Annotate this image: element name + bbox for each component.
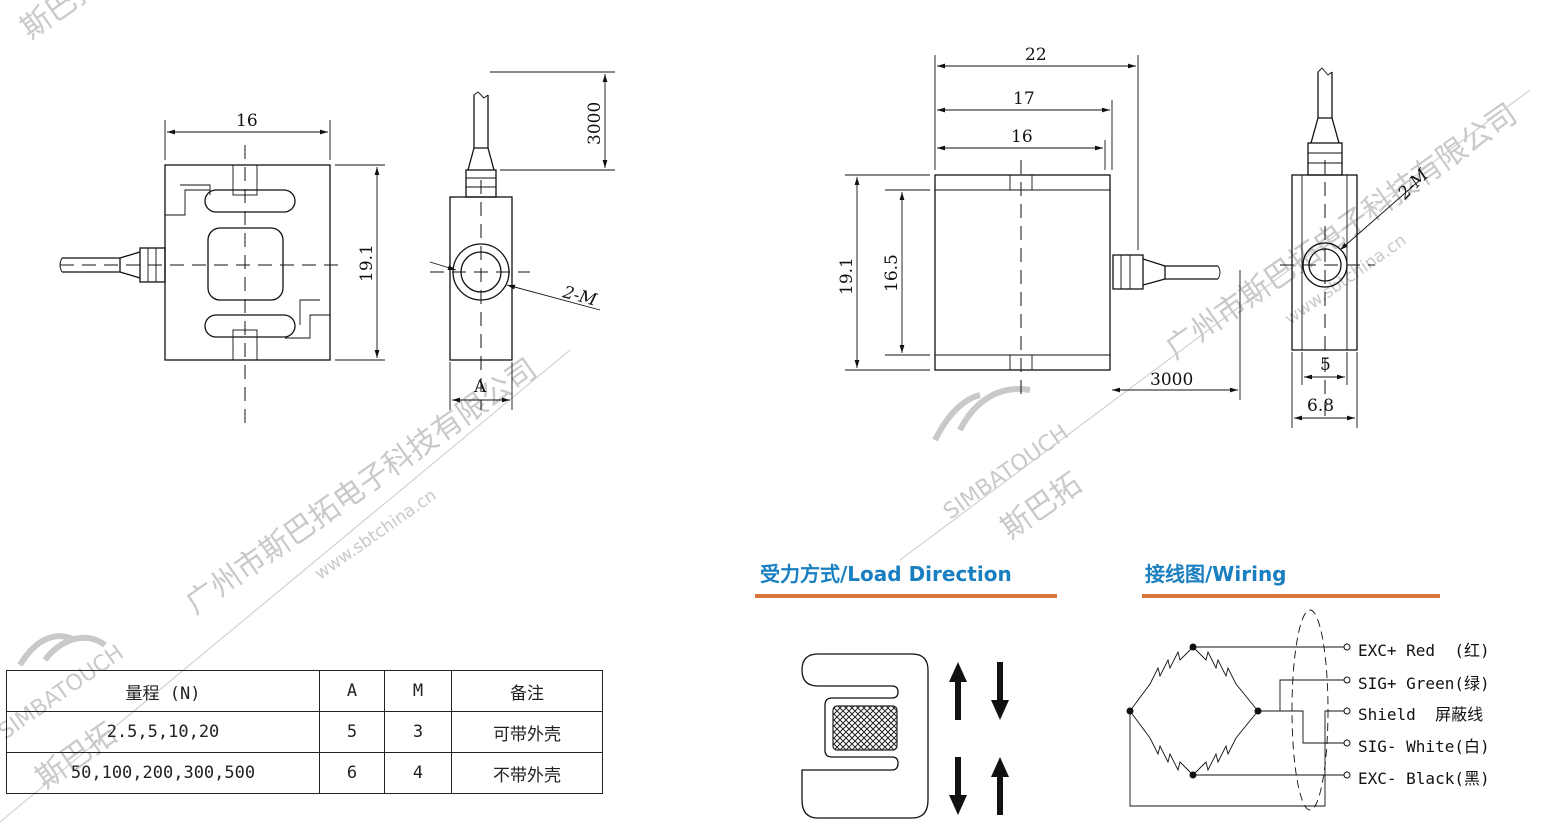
wiring-underline	[1142, 594, 1440, 598]
wire-exc-minus: EXC- Black(黑)	[1358, 769, 1490, 788]
header-range: 量程 (N)	[6, 670, 320, 712]
left-a-label: A	[473, 377, 487, 397]
resistor-2	[1192, 646, 1259, 712]
watermark-logo-right	[932, 386, 1031, 442]
cell-m: 3	[384, 711, 452, 753]
resistor-1	[1129, 646, 1194, 712]
right-dim-16: 16	[1011, 127, 1033, 147]
wiring-title: 接线图/Wiring	[1145, 562, 1287, 586]
shield-ellipse	[1291, 609, 1329, 811]
right-dim-5: 5	[1320, 355, 1331, 375]
cell-note: 可带外壳	[451, 711, 603, 753]
table-row: 2.5,5,10,20 5 3 可带外壳	[6, 711, 603, 753]
wire-sig-minus: SIG- White(白)	[1358, 737, 1490, 756]
left-height-dim: 19.1	[357, 244, 377, 282]
right-dim-22: 22	[1025, 45, 1047, 65]
header-a: A	[319, 670, 385, 712]
load-direction-title: 受力方式/Load Direction	[760, 562, 1012, 586]
cell-a: 6	[319, 752, 385, 794]
load-direction-graphic	[801, 653, 1009, 819]
right-dim-16-5: 16.5	[882, 254, 902, 292]
right-side-view: 2-M 5 6.8	[1280, 67, 1433, 428]
strain-area-hatch	[832, 705, 898, 751]
cell-range: 2.5,5,10,20	[6, 711, 320, 753]
cell-m: 4	[384, 752, 452, 794]
arrow-down-icon	[991, 662, 1009, 720]
spec-table: 量程 (N) A M 备注 2.5,5,10,20 5 3 可带外壳 50,10…	[6, 670, 603, 794]
cell-a: 5	[319, 711, 385, 753]
arrow-up-icon-2	[991, 757, 1009, 815]
watermark-diagonal-right	[899, 89, 1531, 561]
cell-note: 不带外壳	[451, 752, 603, 794]
watermark-company-left: 广州市斯巴拓电子科技有限公司	[180, 352, 544, 622]
right-dim-6-8: 6.8	[1307, 396, 1334, 416]
arrow-up-icon	[949, 662, 967, 720]
wire-exc-plus: EXC+ Red (红)	[1358, 641, 1490, 660]
header-m: M	[384, 670, 452, 712]
right-front-view: 22 17 16 19.1 16.5 3000	[837, 45, 1241, 400]
right-cable-dim: 3000	[1150, 370, 1193, 390]
spec-table-header-row: 量程 (N) A M 备注	[6, 670, 603, 712]
left-front-view: 16 19.1	[59, 111, 385, 430]
watermark-logo-left	[17, 633, 107, 667]
header-note: 备注	[451, 670, 603, 712]
load-direction-underline	[755, 594, 1057, 598]
left-width-dim: 16	[236, 111, 258, 131]
left-cable-dim: 3000	[585, 102, 605, 145]
wire-sig-plus: SIG+ Green(绿)	[1358, 674, 1490, 693]
left-hole-label: 2-M	[560, 282, 600, 311]
resistor-4	[1192, 710, 1259, 776]
watermark-brand-cn-top: 斯巴拓	[15, 0, 109, 47]
right-dim-17: 17	[1013, 89, 1035, 109]
resistor-3	[1129, 710, 1194, 776]
wiring-diagram	[1126, 609, 1351, 811]
wire-shield: Shield 屏蔽线	[1358, 705, 1484, 724]
arrow-down-icon-2	[949, 757, 967, 815]
cell-range: 50,100,200,300,500	[6, 752, 320, 794]
right-dim-19-1: 19.1	[837, 257, 857, 295]
table-row: 50,100,200,300,500 6 4 不带外壳	[6, 752, 603, 794]
s-beam-outline	[801, 653, 929, 819]
